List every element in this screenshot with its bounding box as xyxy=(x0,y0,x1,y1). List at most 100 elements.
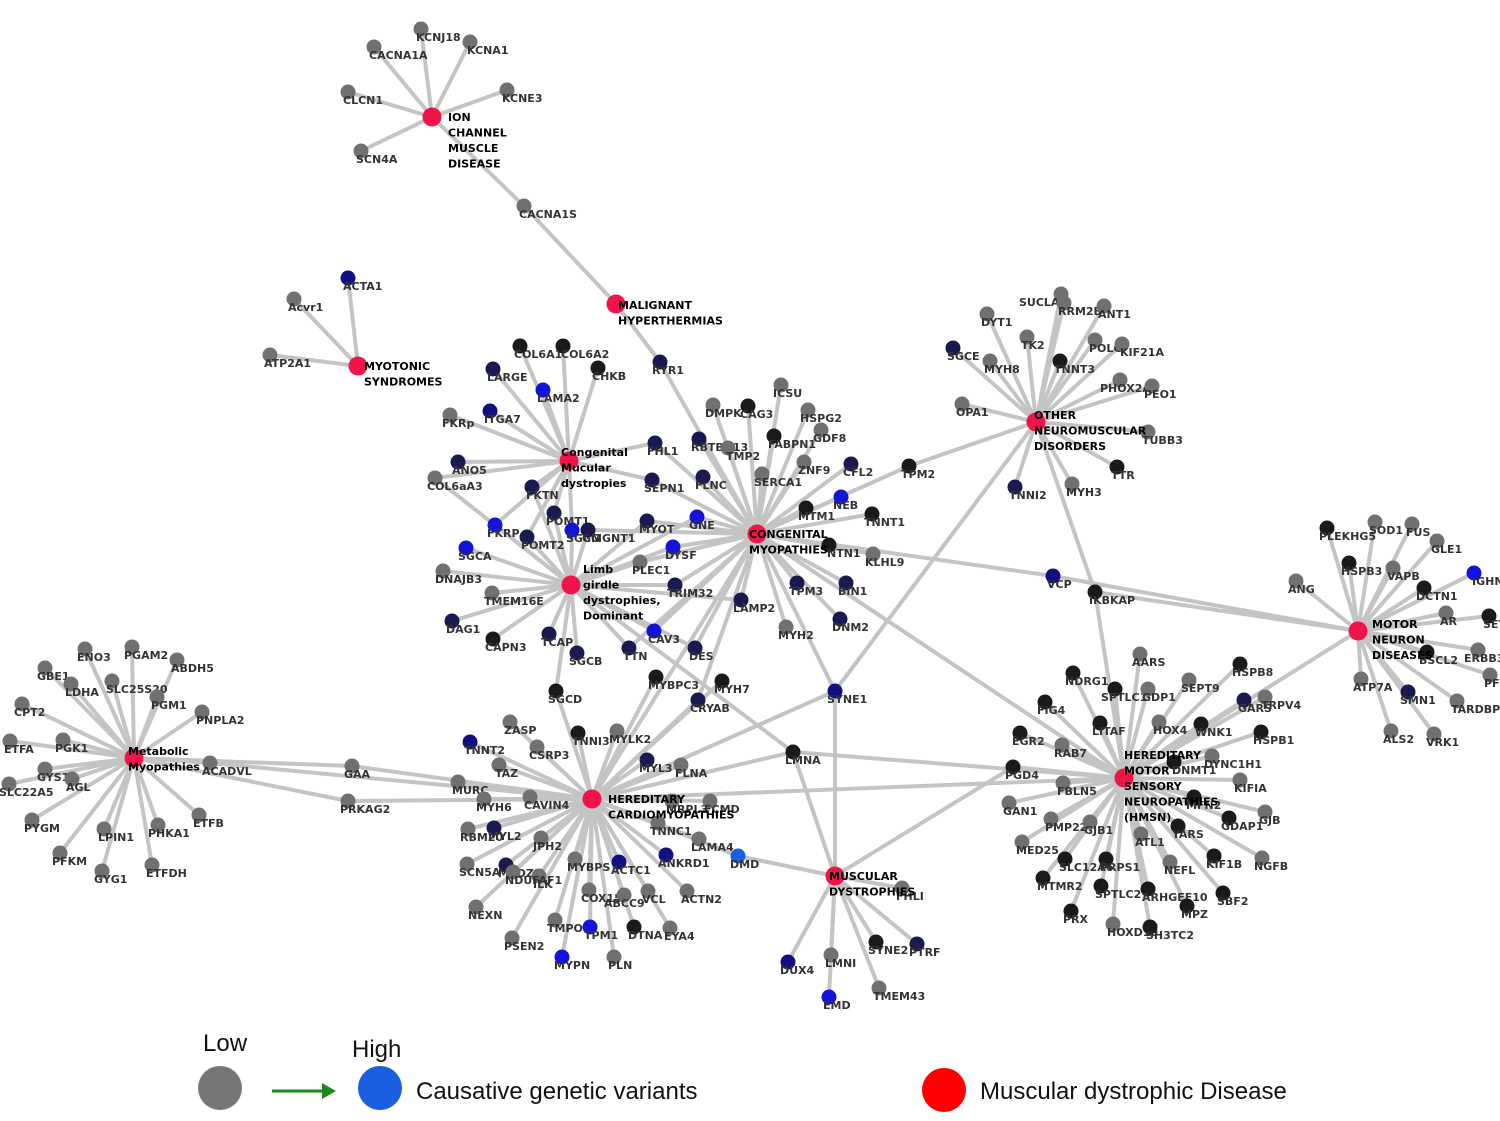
network-edge xyxy=(554,583,573,693)
legend-high-dot xyxy=(358,1066,402,1110)
network-edge xyxy=(430,115,526,208)
network-edge xyxy=(1034,338,1097,424)
gene-node-dux4 xyxy=(780,954,796,970)
gene-label-tnni3: TNNI3 xyxy=(572,735,610,748)
gene-node-itga7 xyxy=(482,403,498,419)
gene-node-mybps xyxy=(567,851,583,867)
gene-node-etfdh xyxy=(144,857,160,873)
gene-label-tmem16e: TMEM16E xyxy=(484,595,544,608)
gene-node-syne2 xyxy=(868,934,884,950)
gene-node-sgca xyxy=(458,540,474,556)
network-edge xyxy=(491,583,573,641)
gene-label-kif1b: KIF1B xyxy=(1206,858,1242,871)
gene-label-smn1: SMN1 xyxy=(1400,694,1436,707)
gene-label-dmpk: DMPK xyxy=(705,407,742,420)
gene-node-bin1 xyxy=(838,575,854,591)
network-edge xyxy=(1356,520,1377,633)
network-edge xyxy=(8,739,136,760)
gene-node-col6a2 xyxy=(555,338,571,354)
gene-label-sptlc1: SPTLC1 xyxy=(1101,691,1147,704)
network-edge xyxy=(430,88,509,119)
gene-label-tpm2: TPM2 xyxy=(901,468,935,481)
network-edge xyxy=(1034,342,1124,424)
gene-node-sepn1 xyxy=(644,472,660,488)
gene-label-fig4: FIG4 xyxy=(1037,704,1066,717)
network-edge xyxy=(833,420,1038,693)
gene-node-vrk1 xyxy=(1426,726,1442,742)
gene-node-slc12a6 xyxy=(1057,851,1073,867)
gene-node-znf9 xyxy=(796,454,812,470)
gene-node-pgk1 xyxy=(55,732,71,748)
gene-label-ang: ANG xyxy=(1288,583,1315,596)
gene-label-gan1: GAN1 xyxy=(1003,805,1037,818)
network-edge xyxy=(1025,335,1038,424)
gene-label-cacna1s: CACNA1S xyxy=(519,208,577,221)
gene-label-agl: AGL xyxy=(66,781,91,794)
gene-node-dmpk xyxy=(705,397,721,413)
gene-node-ang xyxy=(1288,573,1304,589)
gene-label-fhl1: FHL1 xyxy=(647,445,678,458)
network-edge xyxy=(1013,420,1038,489)
gene-node-sptlc2 xyxy=(1093,878,1109,894)
gene-label-sbf2: SBF2 xyxy=(1217,895,1248,908)
gene-node-vcl xyxy=(640,883,656,899)
gene-node-dtna xyxy=(626,919,642,935)
gene-node-tnnt3 xyxy=(1052,353,1068,369)
network-edge xyxy=(430,40,472,119)
network-edge xyxy=(652,532,759,633)
network-edge xyxy=(522,204,618,306)
gene-node-sod1 xyxy=(1367,514,1383,530)
gene-node-clcn1 xyxy=(340,84,356,100)
network-edge xyxy=(448,413,571,463)
gene-label-tmpo: TMPO xyxy=(547,922,583,935)
network-edge xyxy=(525,459,571,539)
gene-label-abcc9: ABCC9 xyxy=(604,897,645,910)
network-edge xyxy=(1122,662,1242,780)
gene-node-als2 xyxy=(1383,723,1399,739)
gene-label-col6aa3: COL6aA3 xyxy=(427,480,483,493)
network-edge xyxy=(576,731,594,801)
gene-label-sod1: SOD1 xyxy=(1369,524,1403,537)
network-edge xyxy=(1098,721,1126,780)
gene-label-fus: FUS xyxy=(1406,526,1430,539)
gene-label-mfn2: MFN2 xyxy=(1186,799,1221,812)
gene-label-pygm: PYGM xyxy=(24,822,60,835)
gene-label-ldha: LDHA xyxy=(65,686,99,699)
gene-node-kcne3 xyxy=(499,82,515,98)
gene-node-neb xyxy=(833,489,849,505)
gene-node-scn4a xyxy=(353,143,369,159)
network-edge xyxy=(569,583,795,754)
gene-node-rbm20 xyxy=(460,821,476,837)
gene-node-emd xyxy=(821,989,837,1005)
gene-node-mtm1 xyxy=(798,500,814,516)
gene-label-hspg2: HSPG2 xyxy=(800,412,842,425)
gene-node-nexn xyxy=(468,899,484,915)
gene-label-kifia: KIFIA xyxy=(1234,782,1267,795)
network-edge xyxy=(833,874,904,890)
gene-node-fhl1 xyxy=(647,435,663,451)
network-edge xyxy=(1034,304,1106,424)
gene-node-rbtbd13 xyxy=(691,431,707,447)
network-edge xyxy=(490,583,573,595)
network-edge xyxy=(7,756,136,786)
gene-node-ldha xyxy=(63,676,79,692)
gene-label-neb: NEB xyxy=(833,499,858,512)
gene-label-gne: GNE xyxy=(689,519,715,532)
gene-node-eya4 xyxy=(662,920,678,936)
gene-node-ano5 xyxy=(450,454,466,470)
network-edge xyxy=(419,27,434,119)
legend-low-dot xyxy=(198,1066,242,1110)
network-edge xyxy=(1356,629,1480,652)
gene-label-litaf: LITAF xyxy=(1092,725,1126,738)
gene-node-tmpo xyxy=(547,912,563,928)
gene-label-aars: AARS xyxy=(1132,656,1165,669)
gene-node-pgd4 xyxy=(1005,759,1021,775)
gene-label-pfn1: PFN1 xyxy=(1484,677,1500,690)
network-edge xyxy=(833,874,878,944)
network-edge xyxy=(567,459,574,532)
gene-label-hspb8: HSPB8 xyxy=(1232,666,1273,679)
network-edge xyxy=(701,475,759,536)
gene-label-rrm2b: RRM2B xyxy=(1058,305,1102,318)
